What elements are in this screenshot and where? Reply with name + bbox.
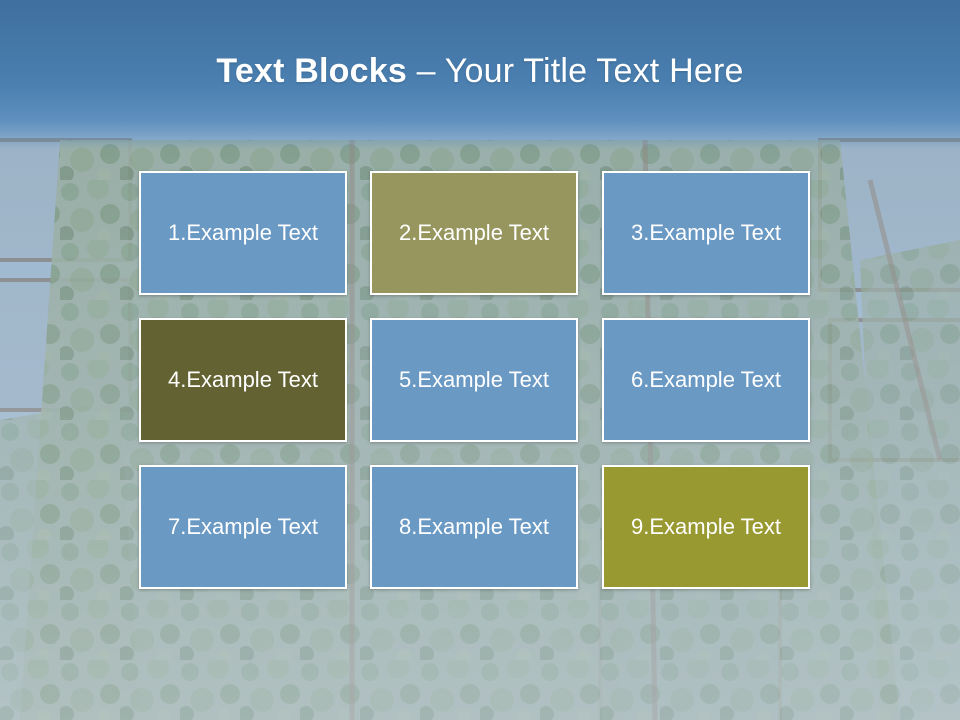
text-block-4: 4.Example Text [139, 318, 347, 442]
title-rest: Your Title Text Here [444, 52, 744, 90]
text-block-2: 2.Example Text [370, 171, 578, 295]
slide-title: Text Blocks – Your Title Text Here [0, 52, 960, 91]
text-block-6: 6.Example Text [602, 318, 810, 442]
text-block-7: 7.Example Text [139, 465, 347, 589]
title-bold: Text Blocks [216, 52, 407, 90]
title-separator: – [406, 52, 445, 90]
text-block-8: 8.Example Text [370, 465, 578, 589]
text-block-5: 5.Example Text [370, 318, 578, 442]
title-band [0, 0, 960, 150]
text-block-3: 3.Example Text [602, 171, 810, 295]
text-block-9: 9.Example Text [602, 465, 810, 589]
text-block-1: 1.Example Text [139, 171, 347, 295]
